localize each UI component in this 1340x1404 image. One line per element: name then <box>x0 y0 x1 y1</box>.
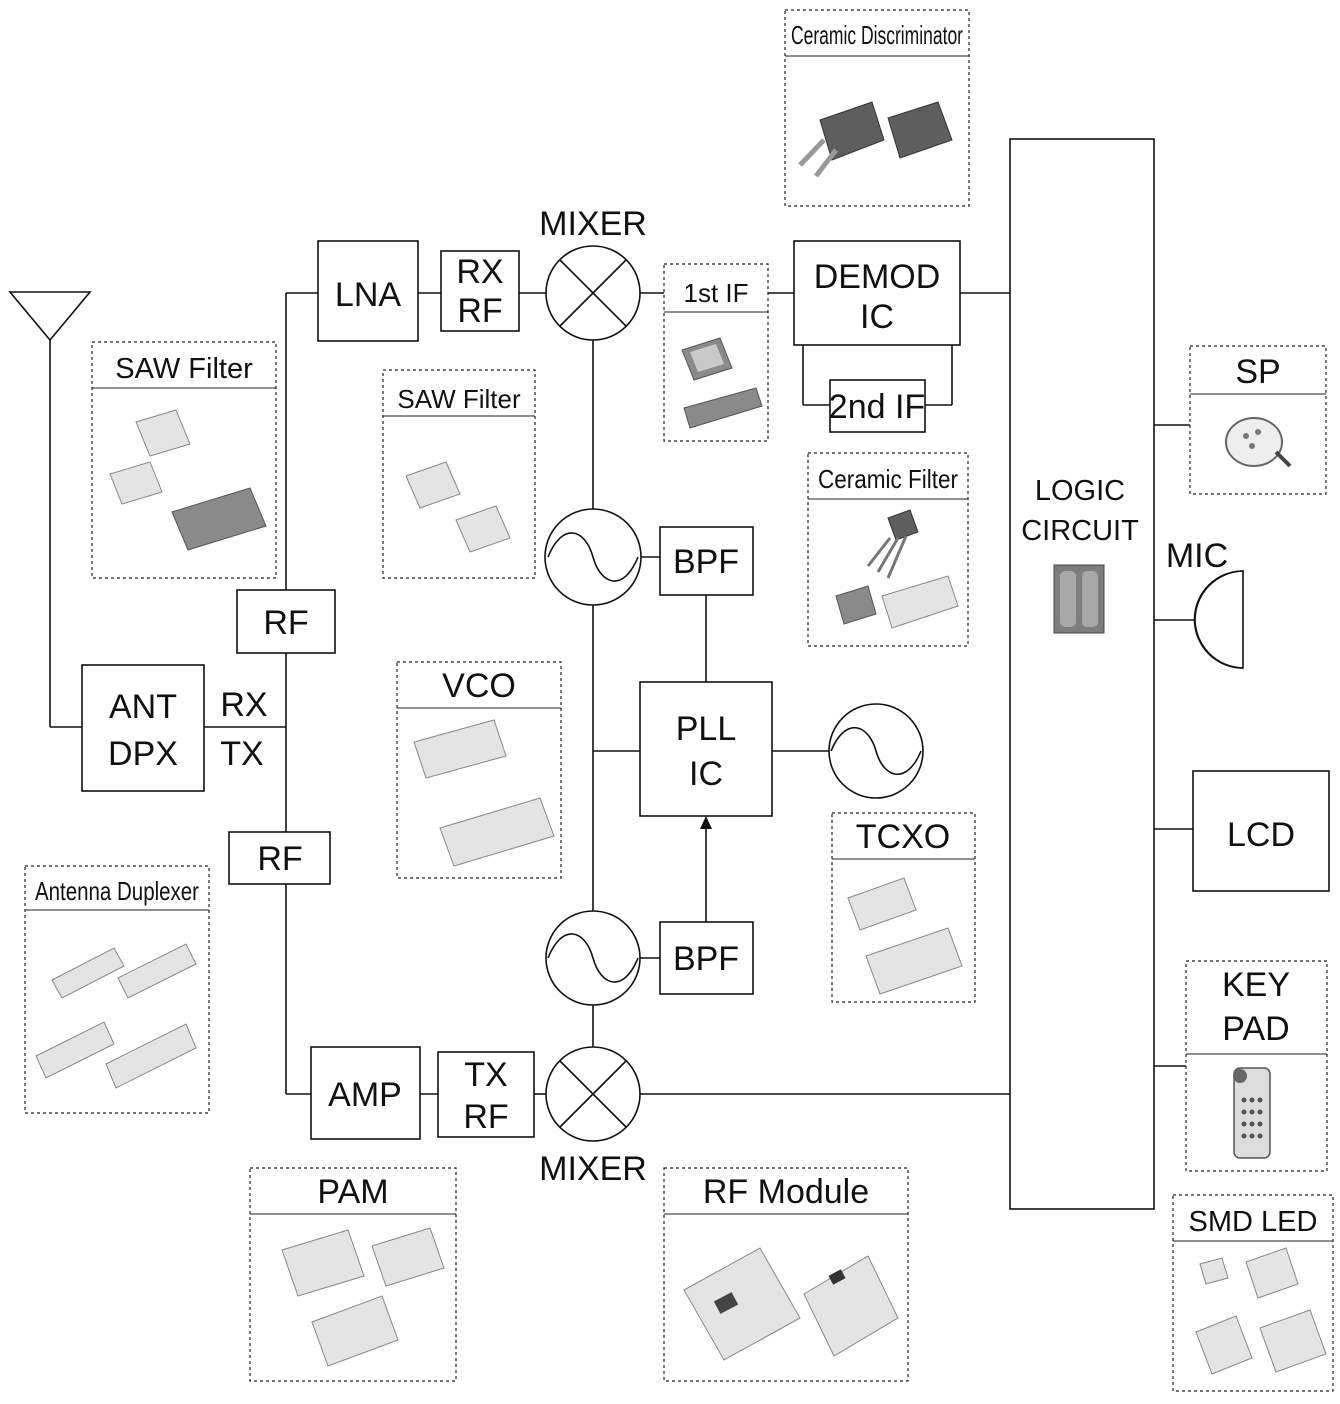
vco-image <box>413 719 555 867</box>
ceramic-discriminator-title: Ceramic Discriminator <box>791 20 963 50</box>
mixer-top-label: MIXER <box>539 205 647 243</box>
rf-upper-block: RF <box>236 589 336 654</box>
first-if-panel: 1st IF <box>663 263 769 442</box>
rx-rf-label-line2: RF <box>457 292 502 330</box>
logic-circuit-block: LOGIC CIRCUIT <box>1009 138 1155 1210</box>
ant-dpx-label-line1: ANT <box>109 688 177 726</box>
ceramic-filter-title: Ceramic Filter <box>818 464 958 494</box>
pam-panel: PAM <box>249 1167 457 1382</box>
connection-lines <box>49 292 1195 1095</box>
first-if-image <box>681 337 763 429</box>
rx-path-label: RX <box>220 686 267 724</box>
bpf-upper-block: BPF <box>659 526 754 596</box>
lna-block: LNA <box>317 240 419 342</box>
ceramic-discriminator-image <box>798 101 953 178</box>
saw-filter-left-title: SAW Filter <box>115 353 253 385</box>
demod-ic-block: DEMOD IC <box>793 240 961 346</box>
second-if-label: 2nd IF <box>829 388 925 426</box>
mixer-bottom: MIXER <box>539 1046 647 1188</box>
demod-label-line1: DEMOD <box>814 258 941 296</box>
rx-rf-filter-block: RX RF <box>440 250 520 332</box>
logic-chip-icon <box>1053 564 1105 634</box>
keypad-icon <box>1233 1067 1271 1159</box>
sp-label: SP <box>1235 353 1280 391</box>
ceramic-filter-panel: Ceramic Filter <box>807 452 969 647</box>
pll-ic-block: PLL IC <box>639 681 773 817</box>
logic-label-line2: CIRCUIT <box>1021 515 1139 547</box>
mic-label: MIC <box>1166 537 1228 575</box>
lcd-block: LCD <box>1192 770 1330 892</box>
keypad-label-line1: KEY <box>1222 966 1290 1004</box>
mixer-bottom-label: MIXER <box>539 1150 647 1188</box>
smd-led-image <box>1195 1247 1327 1375</box>
vco-panel: VCO <box>396 661 562 879</box>
pam-image <box>281 1227 445 1367</box>
rx-rf-label-line1: RX <box>456 253 503 291</box>
antenna-duplexer-panel: Antenna Duplexer <box>24 865 210 1114</box>
ceramic-filter-image <box>835 509 959 629</box>
rf-module-panel: RF Module <box>663 1167 909 1382</box>
lo-lower <box>545 910 641 1006</box>
second-if-block: 2nd IF <box>829 379 926 433</box>
ant-dpx-label-line2: DPX <box>108 735 178 773</box>
pll-label-line1: PLL <box>676 710 737 748</box>
antenna-duplexer-title: Antenna Duplexer <box>35 876 199 906</box>
bpf-lower-label: BPF <box>673 940 739 978</box>
keypad-label-line2: PAD <box>1222 1010 1289 1048</box>
rf-upper-label: RF <box>263 604 308 642</box>
tx-path-label: TX <box>220 735 263 773</box>
tcxo-image <box>847 877 963 995</box>
lcd-label: LCD <box>1227 816 1295 854</box>
saw-filter-mid-image <box>405 461 511 553</box>
keypad-panel: KEY PAD <box>1185 960 1328 1172</box>
tx-rf-label-line2: RF <box>463 1098 508 1136</box>
tcxo-title: TCXO <box>856 818 950 856</box>
ceramic-discriminator-panel: Ceramic Discriminator <box>784 9 970 207</box>
pam-title: PAM <box>317 1173 388 1211</box>
sp-panel: SP <box>1189 345 1327 495</box>
amp-label: AMP <box>328 1076 402 1114</box>
tx-rf-label-line1: TX <box>464 1056 507 1094</box>
saw-filter-mid-panel: SAW Filter <box>382 369 536 579</box>
logic-label-line1: LOGIC <box>1035 475 1125 507</box>
tcxo-oscillator <box>828 703 924 799</box>
saw-filter-mid-title: SAW Filter <box>397 384 521 414</box>
mixer-top: MIXER <box>539 205 647 341</box>
ant-dpx-block: ANT DPX <box>81 664 205 792</box>
rf-module-image <box>683 1247 899 1361</box>
rf-lower-block: RF <box>228 831 331 885</box>
bpf-lower-block: BPF <box>659 921 754 995</box>
lna-label: LNA <box>335 276 401 314</box>
rf-lower-label: RF <box>257 840 302 878</box>
demod-label-line2: IC <box>860 298 894 336</box>
first-if-label: 1st IF <box>683 278 748 308</box>
vco-title: VCO <box>442 667 516 705</box>
pll-label-line2: IC <box>689 755 723 793</box>
speaker-icon <box>1225 417 1292 468</box>
mic-block: MIC <box>1166 537 1244 669</box>
smd-led-panel: SMD LED <box>1172 1194 1334 1392</box>
amp-block: AMP <box>310 1046 421 1140</box>
lo-upper <box>544 508 642 606</box>
rf-module-title: RF Module <box>703 1173 869 1211</box>
tcxo-panel: TCXO <box>831 812 976 1003</box>
antenna-duplexer-image <box>35 943 197 1089</box>
antenna-icon <box>8 291 92 342</box>
tx-rf-filter-block: TX RF <box>437 1051 535 1138</box>
bpf-upper-label: BPF <box>673 543 739 581</box>
smd-led-title: SMD LED <box>1189 1206 1318 1238</box>
saw-filter-left-panel: SAW Filter <box>91 341 277 579</box>
saw-filter-left-image <box>109 409 267 551</box>
